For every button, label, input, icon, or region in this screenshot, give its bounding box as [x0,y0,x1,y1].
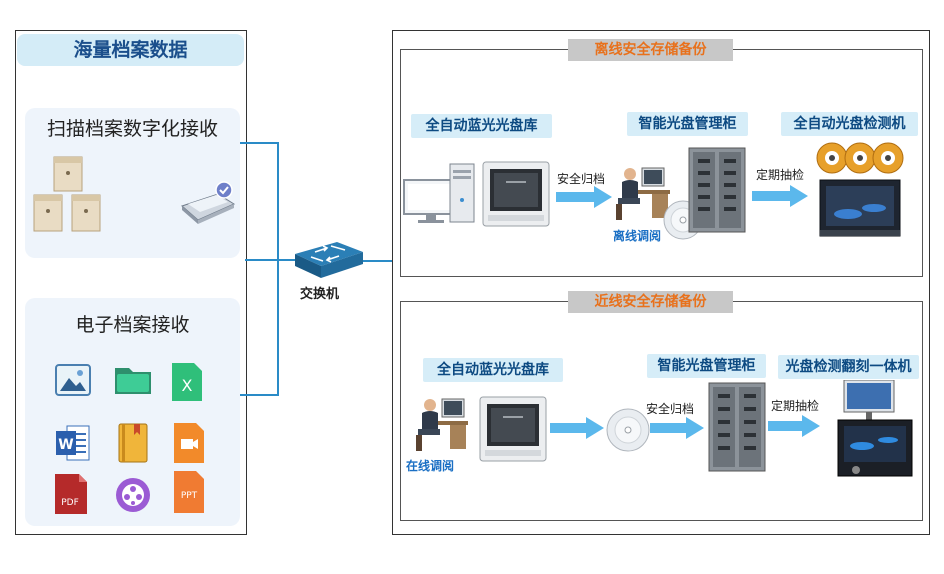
disc-detector-icon [814,140,906,240]
nearline-archive-step: 安全归档 [646,402,695,416]
nearline-transfer-arrow [550,417,604,439]
nearline-banner: 近线安全存储备份 [568,291,733,313]
nearline-operator-caption: 在线调阅 [406,459,455,473]
media-player-icon [115,477,151,513]
connector-top [240,142,278,144]
offline-archive-arrow [556,186,612,208]
disc-burner-machine-icon [834,380,916,480]
connector-switch-to-right [362,260,394,262]
pdf-icon: PDF [55,474,87,514]
image-icon [55,362,91,398]
archive-data-title: 海量档案数据 [17,34,244,66]
offline-library-label: 全自动蓝光光盘库 [411,114,552,138]
nearline-library-label: 全自动蓝光光盘库 [423,358,563,382]
nearline-check-arrow [768,415,820,437]
connector-bottom [240,394,278,396]
nearline-check-step: 定期抽检 [771,399,820,413]
nearline-cabinet-label: 智能光盘管理柜 [647,354,766,378]
computer-icon [402,162,476,226]
offline-check-step: 定期抽检 [756,168,805,182]
pdf-label: PDF [61,498,79,508]
disc-cabinet-icon [688,147,746,233]
folder-icon [113,362,153,398]
nearline-machine-label: 光盘检测翻刻一体机 [778,355,919,379]
svg-text:X: X [182,376,193,395]
offline-detector-label: 全自动光盘检测机 [781,112,918,136]
nearline-archive-arrow [650,417,704,439]
offline-operator-caption: 离线调阅 [613,229,662,243]
connector-left-to-switch [245,259,297,261]
excel-icon: X [172,363,202,401]
archive-book-icon [118,423,148,463]
scanner-icon [178,180,238,225]
electronic-receive-title: 电子档案接收 [75,314,190,336]
connector-vertical [277,142,279,396]
network-switch-icon [293,238,365,280]
svg-text:W: W [58,437,73,453]
ppt-icon: PPT [174,471,204,513]
disc-library-icon [482,161,550,227]
offline-archive-step: 安全归档 [557,172,606,186]
offline-check-arrow [752,185,808,207]
video-icon [174,423,204,463]
disc-cabinet-icon [708,382,766,472]
disc-library-icon [479,396,547,462]
switch-label: 交换机 [300,287,340,302]
scan-receive-title: 扫描档案数字化接收 [46,118,218,140]
archive-boxes-icon [30,155,110,235]
optical-disc-icon [606,408,650,452]
offline-banner: 离线安全存储备份 [568,39,733,61]
ppt-label: PPT [180,491,198,501]
operator-icon [410,395,470,455]
offline-cabinet-label: 智能光盘管理柜 [627,112,748,136]
word-icon: W [55,424,91,462]
operator-icon [612,160,670,226]
